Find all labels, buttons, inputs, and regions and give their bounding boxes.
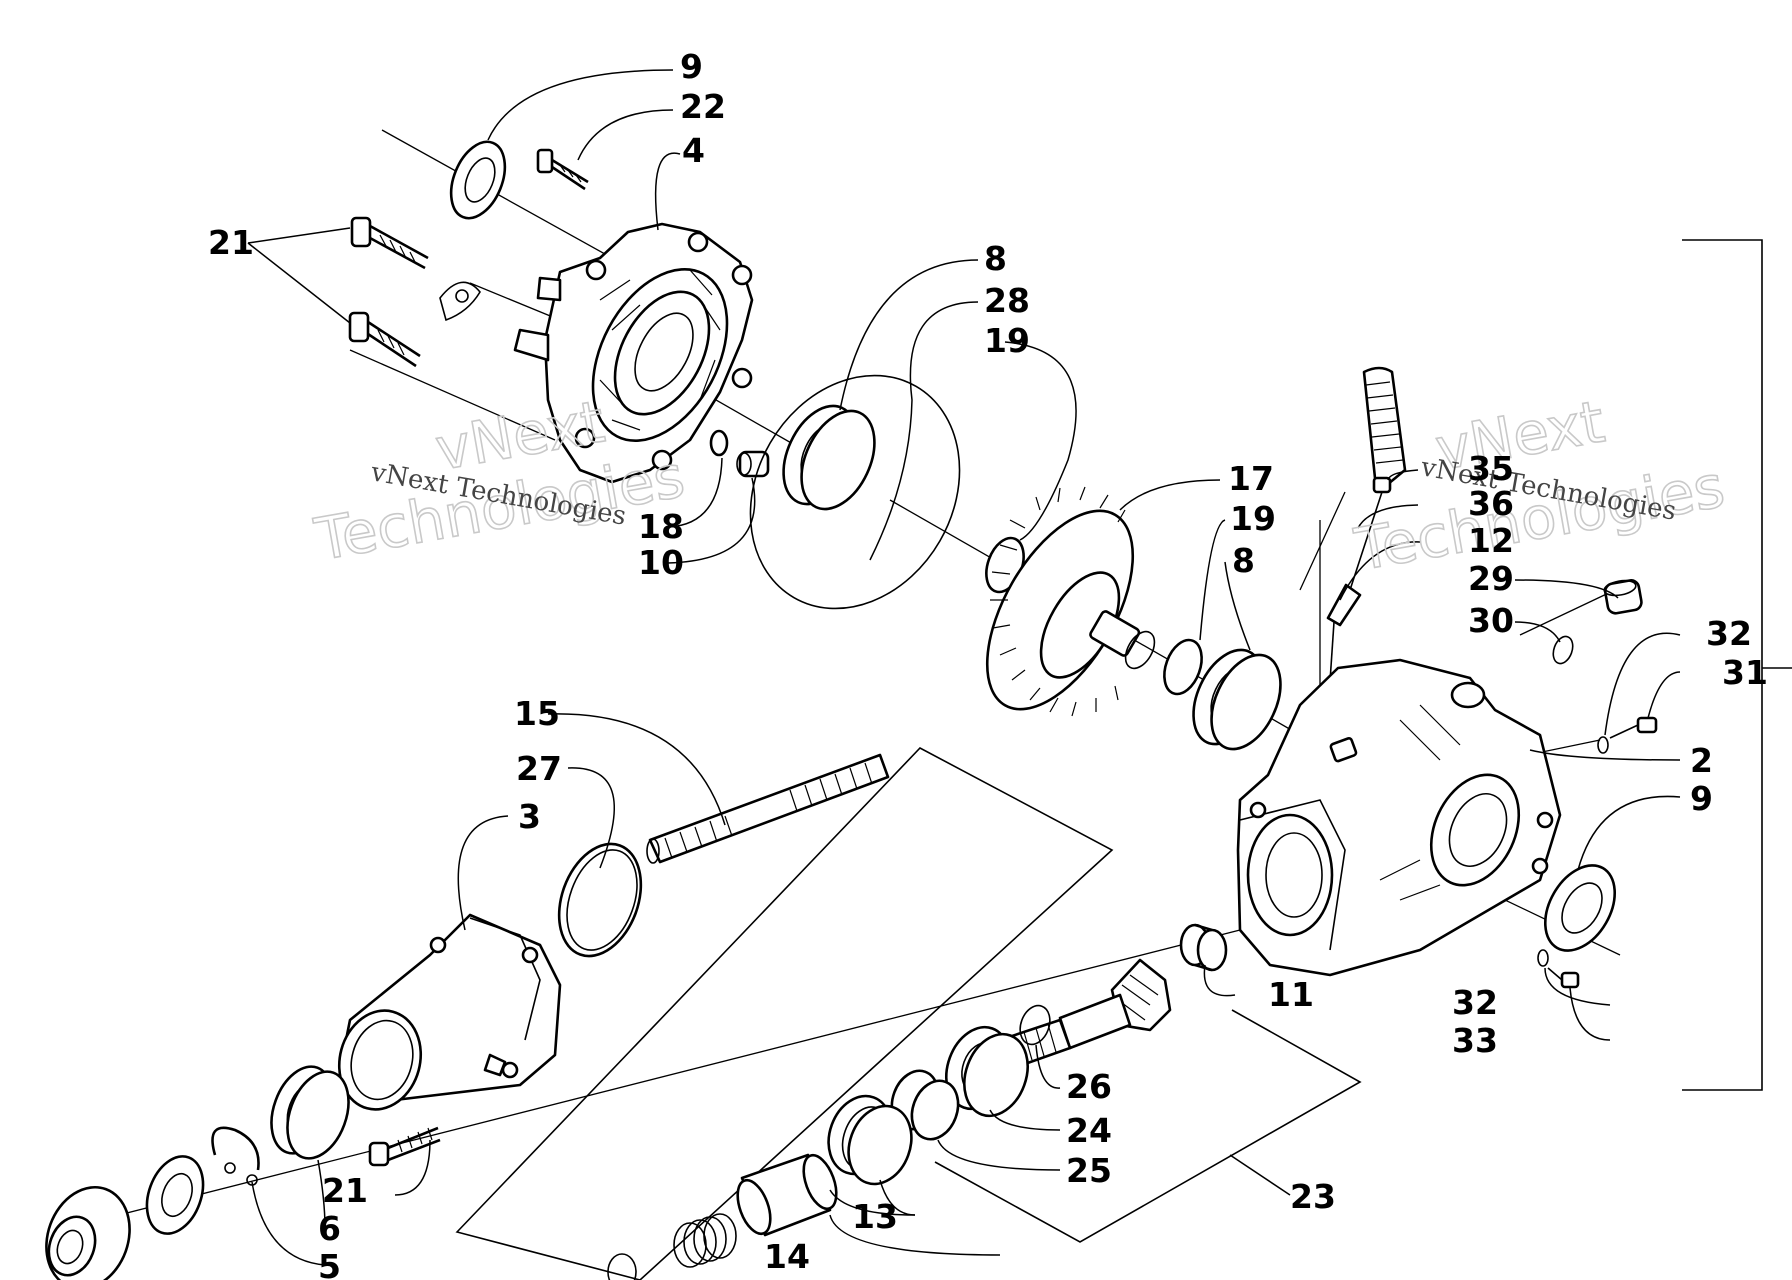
shim-26	[1019, 1004, 1051, 1046]
pinion-housing-3	[337, 913, 562, 1111]
pinion-group-bracket	[934, 1009, 1362, 1243]
bevel-gear-icon-17	[985, 486, 1156, 717]
callout-17: 17	[1228, 459, 1274, 498]
washer-30	[1552, 635, 1574, 665]
callout-35: 35	[1468, 449, 1514, 488]
callout-32-lower: 32	[1452, 983, 1498, 1022]
callout-22: 22	[680, 87, 726, 126]
callout-19-lower: 19	[1230, 499, 1276, 538]
callout-19: 19	[984, 321, 1030, 360]
callout-36: 36	[1468, 484, 1514, 523]
bolt-icon-21-upper	[350, 216, 429, 270]
shaft-group-bracket	[455, 747, 1114, 1280]
callout-27: 27	[516, 749, 562, 788]
bolt-icon-21-bottom	[368, 1126, 441, 1167]
callout-5: 5	[318, 1247, 341, 1280]
callout-29: 29	[1468, 559, 1514, 598]
callout-3: 3	[518, 797, 541, 836]
callout-6: 6	[318, 1209, 341, 1248]
callout-24: 24	[1066, 1111, 1112, 1150]
snap-ring-5	[211, 1126, 260, 1186]
callout-9-right: 9	[1690, 779, 1713, 818]
seal-icon-front	[145, 1155, 205, 1235]
assembly-brackets	[455, 239, 1792, 1280]
callout-9: 9	[680, 47, 703, 86]
callout-14: 14	[764, 1237, 810, 1276]
washer-32-upper	[1597, 736, 1609, 754]
o-ring-28	[749, 374, 961, 610]
coupler-flange	[45, 1185, 131, 1280]
shim-ring-19-lower	[1163, 638, 1203, 696]
callout-23: 23	[1290, 1177, 1336, 1216]
callout-32: 32	[1706, 614, 1752, 653]
callout-28: 28	[984, 281, 1030, 320]
callout-12: 12	[1468, 521, 1514, 560]
callout-26: 26	[1066, 1067, 1112, 1106]
bearing-cover	[513, 222, 754, 484]
washer-32-lower	[1537, 949, 1549, 967]
callout-31: 31	[1722, 653, 1768, 692]
callout-25: 25	[1066, 1151, 1112, 1190]
drive-shaft-15	[646, 753, 890, 864]
gear-housing-icon	[1236, 658, 1562, 977]
oil-seal	[449, 140, 507, 220]
bearing-icon-8-lower	[1192, 648, 1282, 751]
bearing-race-13	[827, 1094, 913, 1186]
callout-10: 10	[638, 543, 684, 582]
callout-11: 11	[1268, 975, 1314, 1014]
drain-plug-10	[709, 429, 770, 478]
callout-4: 4	[682, 131, 705, 170]
bearing-icon-8-upper	[782, 404, 876, 511]
vent-boot-icon	[1319, 366, 1407, 831]
housing-assembly-bracket	[1682, 239, 1763, 1091]
end-washer	[607, 1253, 637, 1280]
bearing-icon-24	[945, 1025, 1029, 1118]
callout-2: 2	[1690, 741, 1713, 780]
leader-lines	[247, 69, 1681, 1266]
fill-plug-29	[1603, 579, 1643, 615]
callout-15: 15	[514, 694, 560, 733]
bolt-icon-31	[1609, 716, 1658, 739]
callout-8-lower: 8	[1232, 541, 1255, 580]
callout-21: 21	[208, 223, 254, 262]
callout-30: 30	[1468, 601, 1514, 640]
callout-13: 13	[852, 1197, 898, 1236]
callout-33: 33	[1452, 1021, 1498, 1060]
bolt-icon-21-lower	[348, 311, 421, 368]
callout-8: 8	[984, 239, 1007, 278]
callouts: 9 22 4 21 8 28 19 17 19 8 18 10 35 36 12…	[208, 47, 1768, 1280]
o-ring-27	[557, 842, 643, 958]
callout-21-bottom: 21	[322, 1171, 368, 1210]
sleeve-14	[736, 1153, 838, 1237]
spring	[673, 1213, 737, 1268]
bushing-11	[1179, 923, 1228, 972]
spacer-25	[890, 1069, 960, 1141]
bolt-icon-22	[536, 148, 589, 191]
bolt-icon-33	[1547, 967, 1580, 989]
bearing-icon-6	[270, 1065, 350, 1160]
callout-18: 18	[638, 507, 684, 546]
seal-icon-9-right	[1544, 864, 1616, 952]
gasket-tab	[439, 281, 481, 322]
